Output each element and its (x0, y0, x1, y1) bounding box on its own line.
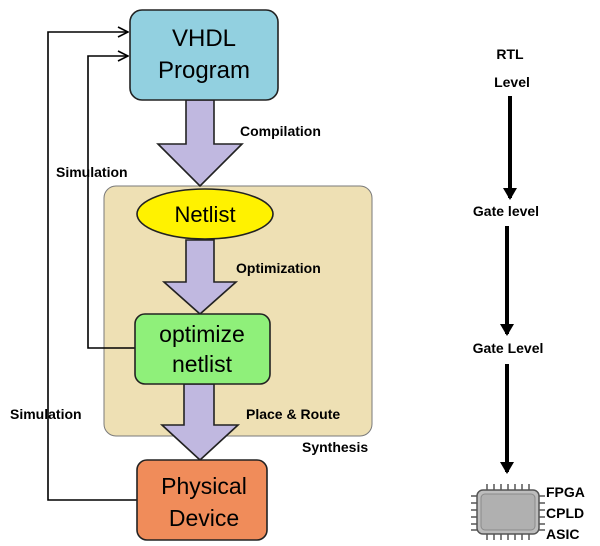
compilation-arrow (156, 99, 244, 188)
optimize-netlist-label-line2: netlist (172, 351, 233, 377)
netlist-label: Netlist (174, 202, 235, 227)
place-route-label: Place & Route (246, 406, 340, 422)
netlist-ellipse (136, 188, 274, 240)
optimize-netlist-label-line1: optimize (159, 321, 245, 347)
simulation-feedback-inner (87, 56, 137, 349)
optimization-arrow (161, 239, 239, 316)
device-type-cpld: CPLD (546, 505, 584, 521)
chip-icon (471, 484, 545, 540)
optimization-label: Optimization (236, 260, 321, 276)
physical-device-box (136, 459, 268, 541)
compilation-label: Compilation (240, 123, 321, 139)
simulation-feedback-outer (47, 32, 137, 501)
device-type-fpga: FPGA (546, 484, 585, 500)
synthesis-label: Synthesis (302, 439, 368, 455)
rtl-level-label-line2: Level (494, 74, 530, 90)
vhdl-program-box (129, 9, 279, 101)
vhdl-program-label-line2: Program (158, 57, 250, 84)
simulation-label-upper: Simulation (56, 164, 128, 180)
device-type-asic: ASIC (546, 526, 579, 542)
simulation-label-lower: Simulation (10, 406, 82, 422)
physical-device-label-line2: Device (169, 505, 239, 531)
gate-level-label-1: Gate level (473, 203, 539, 219)
rtl-level-label-line1: RTL (496, 46, 524, 62)
gate-level-label-2: Gate Level (473, 340, 544, 356)
physical-device-label-line1: Physical (161, 473, 247, 499)
optimize-netlist-box (134, 313, 271, 385)
vhdl-program-label-line1: VHDL (172, 25, 236, 52)
place-route-arrow (159, 383, 241, 462)
